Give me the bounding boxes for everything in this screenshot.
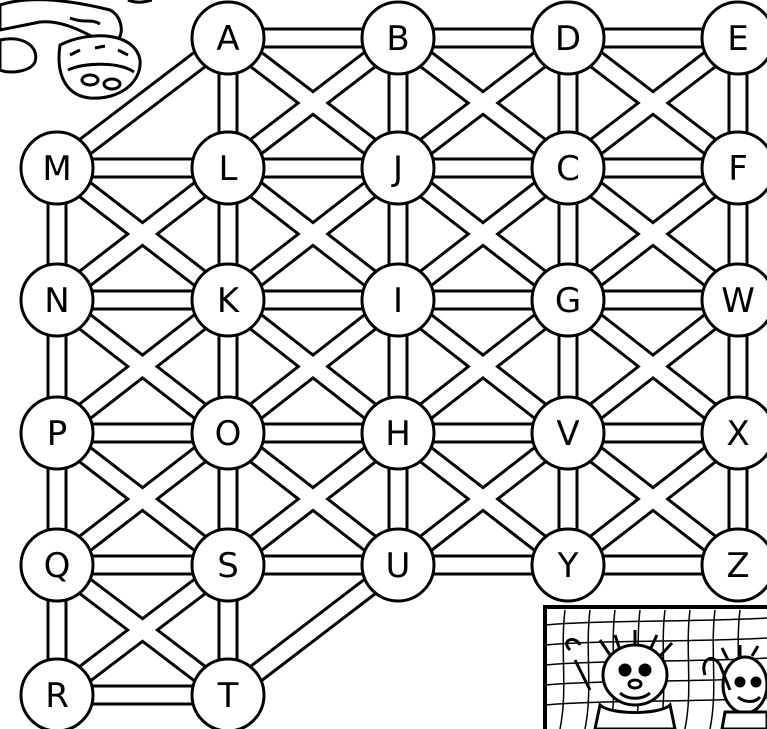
goalkeepers-in-net-icon — [545, 607, 767, 729]
node-letter: I — [393, 281, 403, 321]
maze-node-f[interactable]: F — [702, 132, 767, 204]
maze-node-m[interactable]: M — [21, 132, 93, 204]
node-letter: D — [555, 19, 581, 59]
maze-node-p[interactable]: P — [21, 397, 93, 469]
node-letter: S — [217, 546, 239, 586]
node-letter: R — [45, 676, 69, 716]
maze-node-b[interactable]: B — [362, 2, 434, 74]
node-letter: B — [386, 19, 409, 59]
node-letter: G — [555, 281, 581, 321]
maze-node-u[interactable]: U — [362, 529, 434, 601]
node-letter: V — [556, 414, 579, 454]
maze-node-r[interactable]: R — [21, 659, 93, 729]
maze-node-g[interactable]: G — [532, 264, 604, 336]
node-letter: C — [556, 149, 580, 189]
maze-node-j[interactable]: J — [362, 132, 434, 204]
maze-node-k[interactable]: K — [192, 264, 264, 336]
maze-node-v[interactable]: V — [532, 397, 604, 469]
maze-node-a[interactable]: A — [192, 2, 264, 74]
maze-node-q[interactable]: Q — [21, 529, 93, 601]
maze-node-e[interactable]: E — [702, 2, 767, 74]
maze-node-d[interactable]: D — [532, 2, 604, 74]
node-letter: O — [215, 414, 242, 454]
node-letter: X — [726, 414, 749, 454]
node-letter: E — [727, 19, 748, 59]
maze-node-w[interactable]: W — [702, 264, 767, 336]
maze-node-y[interactable]: Y — [532, 529, 604, 601]
maze-node-z[interactable]: Z — [702, 529, 767, 601]
node-letter: U — [386, 546, 411, 586]
maze-node-x[interactable]: X — [702, 397, 767, 469]
maze-node-i[interactable]: I — [362, 264, 434, 336]
node-letter: Q — [44, 546, 71, 586]
node-letter: K — [217, 281, 241, 321]
node-letter: F — [728, 149, 748, 189]
node-letter: Y — [557, 546, 579, 586]
node-letter: N — [44, 281, 69, 321]
maze-node-t[interactable]: T — [192, 659, 264, 729]
maze-node-o[interactable]: O — [192, 397, 264, 469]
node-letter: J — [391, 149, 403, 189]
node-letter: P — [47, 414, 68, 454]
cartoon-kicker-icon — [0, 0, 152, 98]
maze-node-s[interactable]: S — [192, 529, 264, 601]
node-letter: A — [216, 19, 239, 59]
node-letter: M — [42, 149, 71, 189]
node-letter: L — [219, 149, 238, 189]
maze-node-n[interactable]: N — [21, 264, 93, 336]
node-letter: W — [721, 281, 755, 321]
maze-node-h[interactable]: H — [362, 397, 434, 469]
node-letter: Z — [726, 546, 749, 586]
node-letter: H — [385, 414, 411, 454]
node-letter: T — [217, 676, 239, 716]
maze-node-l[interactable]: L — [192, 132, 264, 204]
maze-node-c[interactable]: C — [532, 132, 604, 204]
